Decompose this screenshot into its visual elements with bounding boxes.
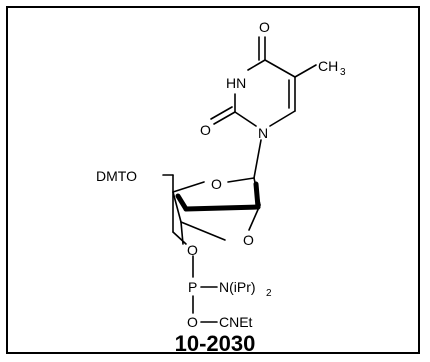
amine-label: N(iPr) xyxy=(219,279,256,295)
bond-n3-c4 xyxy=(247,59,266,71)
image-border xyxy=(6,6,420,354)
bond-c3-c4-bold xyxy=(175,193,189,212)
methyl-subscript: 3 xyxy=(340,67,346,78)
methyl-label: CH xyxy=(318,58,338,74)
ring-o-label: O xyxy=(211,176,222,192)
bond-c4-c5ring xyxy=(172,191,182,223)
n3h-label: HN xyxy=(226,75,246,91)
bond-n1-c1prime xyxy=(253,139,262,179)
bond-c2-o-double xyxy=(210,106,233,120)
bond-c1-c2-bold xyxy=(253,181,261,210)
bond-c5-methyl xyxy=(294,64,317,78)
n1-label: N xyxy=(258,125,268,141)
o3-label: O xyxy=(187,242,198,258)
bond-c4-c5 xyxy=(264,59,296,78)
bond-c2-o xyxy=(213,111,236,125)
bond-c6-n1 xyxy=(269,110,296,127)
carbonyl-o-top-label: O xyxy=(259,19,270,35)
o-cne-label: O xyxy=(187,314,198,330)
phosphorus-label: P xyxy=(188,279,197,295)
bond-c2-c3-bold xyxy=(183,204,261,212)
bond-o4-c4 xyxy=(172,181,205,193)
carbonyl-o-left-label: O xyxy=(200,122,211,138)
bridge-o-label: O xyxy=(243,232,254,248)
catalog-number: 10-2030 xyxy=(175,331,256,356)
bond-c3-o xyxy=(180,221,226,241)
amine-subscript: 2 xyxy=(266,288,272,299)
bond-c1-o4 xyxy=(227,177,255,183)
bond-n1-c2 xyxy=(234,111,257,127)
dmto-label: DMTO xyxy=(96,168,137,184)
bond-ch2-o3 xyxy=(172,231,187,245)
cnet-label: CNEt xyxy=(219,314,253,330)
